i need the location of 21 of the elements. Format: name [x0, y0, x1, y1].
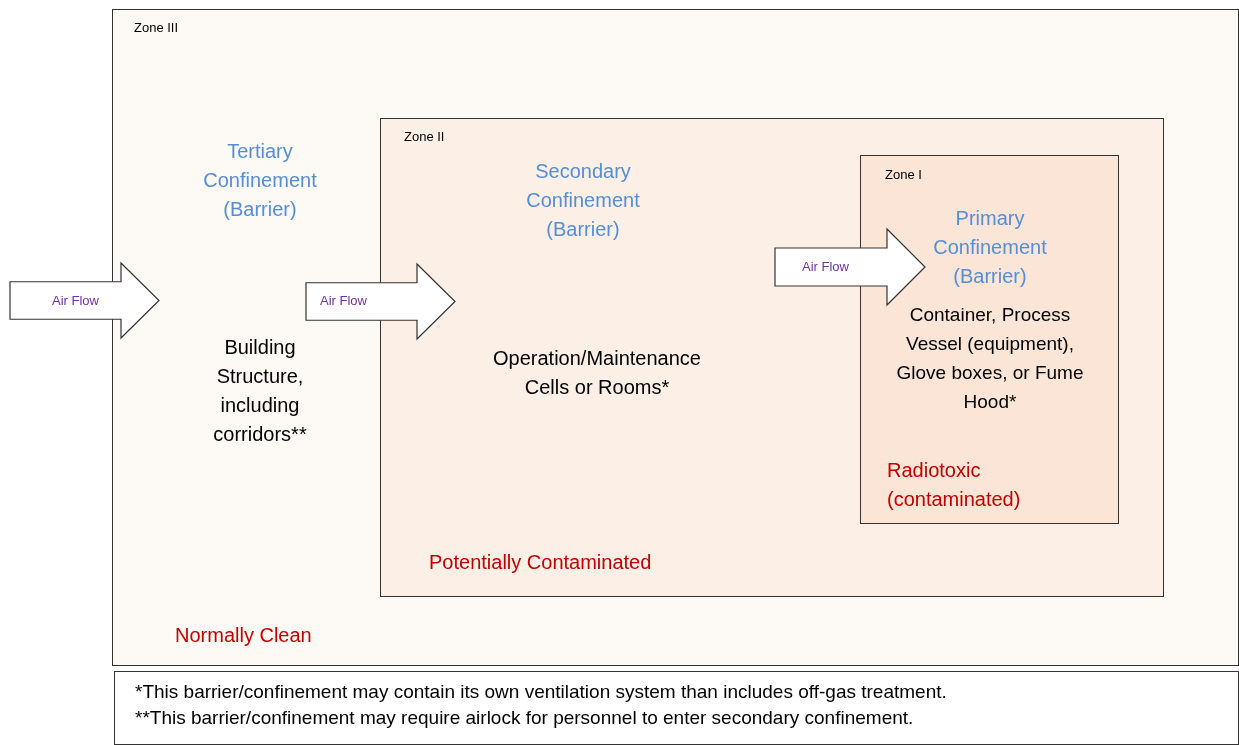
footnote-text: *This barrier/confinement may contain its own ventilation system than includes off-gas treatment.	[135, 680, 947, 704]
zone-description: Operation/Maintenance Cells or Rooms*	[492, 346, 702, 400]
contamination-status: Radiotoxic (contaminated)	[887, 458, 1022, 512]
footnote-text: **This barrier/confinement may require airlock for personnel to enter secondary confinement.	[135, 706, 914, 730]
zone-description: Building Structure, including corridors**	[212, 335, 308, 447]
zone-description: Container, Process Vessel (equipment), Glove boxes, or Fume Hood*	[895, 303, 1085, 414]
zone-label: Zone III	[134, 19, 179, 37]
confinement-title: Tertiary Confinement (Barrier)	[202, 139, 318, 222]
zone-box	[112, 9, 1239, 666]
zone-box	[380, 118, 1164, 597]
confinement-title: Primary Confinement (Barrier)	[932, 206, 1048, 289]
contamination-status: Normally Clean	[175, 623, 312, 648]
contamination-status: Potentially Contaminated	[429, 550, 652, 575]
confinement-title: Secondary Confinement (Barrier)	[525, 159, 641, 242]
arrow-label: Air Flow	[52, 292, 99, 310]
zone-label: Zone I	[885, 166, 922, 184]
footnote-box	[114, 671, 1239, 745]
arrow-label: Air Flow	[802, 258, 849, 276]
zone-box	[860, 155, 1119, 524]
zone-label: Zone II	[404, 128, 445, 146]
arrow-label: Air Flow	[320, 292, 367, 310]
